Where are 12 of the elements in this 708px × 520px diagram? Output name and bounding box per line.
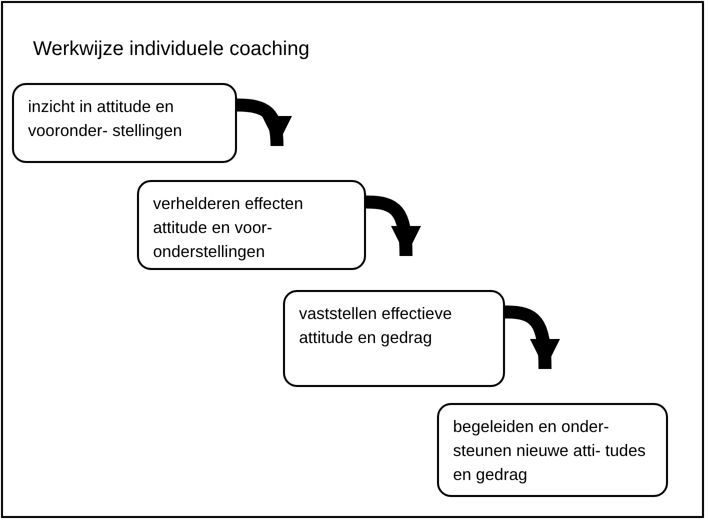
curved-arrow [366,196,420,256]
step-box [437,403,668,497]
step-text: begeleiden en onder- steunen nieuwe atti- tudes en gedrag [453,417,647,486]
curved-arrow [236,98,292,146]
curved-arrow [504,306,560,370]
step-text: vaststellen effectieve attitude en gedrag [299,304,453,349]
step-text: verhelderen effecten attitude en voor- onderstellingen [153,194,304,263]
step-text: inzicht in attitude en vooronder- stellingen [28,97,184,142]
step-box [137,180,366,270]
step-box [12,83,237,163]
diagram-title: Werkwijze individuele coaching [33,38,310,61]
step-box [283,290,505,387]
